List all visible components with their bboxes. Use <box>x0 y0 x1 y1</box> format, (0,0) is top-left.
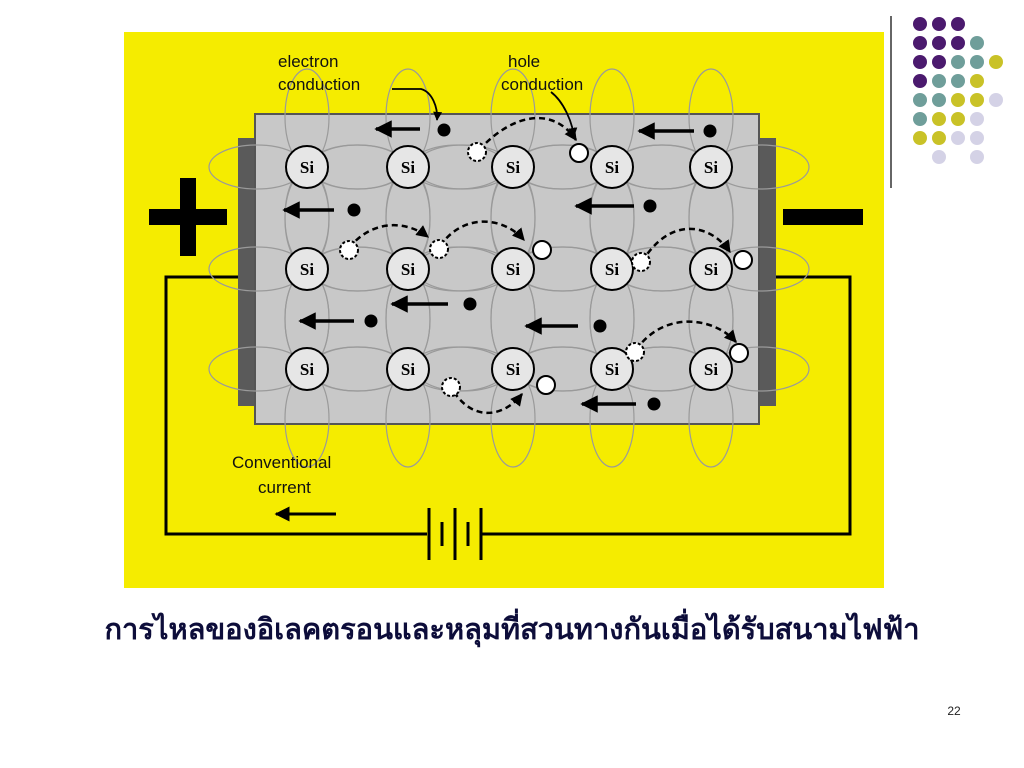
battery-symbol <box>427 508 483 560</box>
decorative-dot <box>913 131 927 145</box>
si-atom: Si <box>689 347 733 391</box>
si-atom: Si <box>386 145 430 189</box>
decorative-dot <box>951 112 965 126</box>
electron-conduction-label-1: electron <box>278 52 338 71</box>
holes <box>532 143 753 395</box>
decorative-dot <box>970 55 984 69</box>
si-atom-label: Si <box>605 260 619 279</box>
left-electrode <box>238 138 256 406</box>
decorative-dot <box>970 150 984 164</box>
si-atom-label: Si <box>704 360 718 379</box>
si-atom-label: Si <box>704 260 718 279</box>
hole-paths <box>348 116 737 415</box>
decorative-dot <box>970 112 984 126</box>
electrons <box>347 123 717 411</box>
minus-sign: − <box>783 209 863 225</box>
decorative-dot <box>932 36 946 50</box>
si-atom-label: Si <box>401 260 415 279</box>
si-atom-label: Si <box>300 260 314 279</box>
right-electrode <box>758 138 776 406</box>
hole-conduction-label-2: conduction <box>501 75 583 94</box>
holes-original <box>339 142 651 397</box>
si-atom: Si <box>386 247 430 291</box>
decorative-dot <box>951 131 965 145</box>
decorative-dot <box>913 93 927 107</box>
circuit-wire <box>164 275 852 536</box>
page-number: 22 <box>947 704 961 718</box>
decorative-dot <box>970 74 984 88</box>
electron-flow <box>282 120 694 413</box>
si-atom: Si <box>491 145 535 189</box>
decorative-dot <box>951 93 965 107</box>
si-atom: Si <box>689 247 733 291</box>
hole-conduction-label-1: hole <box>508 52 540 71</box>
si-atom: Si <box>285 247 329 291</box>
conventional-current-label-2: current <box>258 478 311 497</box>
decorative-dot <box>913 112 927 126</box>
decorative-dot <box>951 74 965 88</box>
plus-sign: + <box>149 178 227 256</box>
si-atom-label: Si <box>506 158 520 177</box>
si-atom-label: Si <box>704 158 718 177</box>
si-atom-label: Si <box>605 360 619 379</box>
si-atom: Si <box>386 347 430 391</box>
si-atom-label: Si <box>401 158 415 177</box>
decorative-dot <box>913 36 927 50</box>
decorative-dot <box>932 131 946 145</box>
si-atom-label: Si <box>506 360 520 379</box>
decorative-dot <box>932 74 946 88</box>
decorative-dot <box>932 150 946 164</box>
label-pointers <box>392 88 578 137</box>
si-atom: Si <box>285 347 329 391</box>
decorative-dot <box>913 55 927 69</box>
si-atom: Si <box>590 347 634 391</box>
decorative-dot <box>932 93 946 107</box>
decorative-dot <box>970 131 984 145</box>
si-atom: Si <box>491 347 535 391</box>
si-atom-label: Si <box>300 158 314 177</box>
decorative-dot-grid <box>890 16 1003 188</box>
si-atom: Si <box>590 145 634 189</box>
si-atom-label: Si <box>506 260 520 279</box>
decorative-dot <box>951 36 965 50</box>
slide-caption: การไหลของอิเลคตรอนและหลุมที่สวนทางกันเมื… <box>104 612 920 646</box>
decorative-dot <box>913 74 927 88</box>
si-atom: Si <box>285 145 329 189</box>
conventional-current-label-1: Conventional <box>232 453 331 472</box>
si-atom: Si <box>491 247 535 291</box>
decorative-dot <box>932 55 946 69</box>
decorative-dot <box>951 55 965 69</box>
decorative-dot <box>951 17 965 31</box>
decorative-dot <box>932 17 946 31</box>
si-atom: Si <box>590 247 634 291</box>
decorative-dot <box>970 36 984 50</box>
si-atom-label: Si <box>401 360 415 379</box>
decorative-dot <box>913 17 927 31</box>
si-atom-label: Si <box>300 360 314 379</box>
decorative-dot <box>989 93 1003 107</box>
decorative-dot <box>932 112 946 126</box>
decorative-dot <box>970 93 984 107</box>
si-atom-label: Si <box>605 158 619 177</box>
si-atom: Si <box>689 145 733 189</box>
electron-conduction-label-2: conduction <box>278 75 360 94</box>
decorative-dot <box>989 55 1003 69</box>
